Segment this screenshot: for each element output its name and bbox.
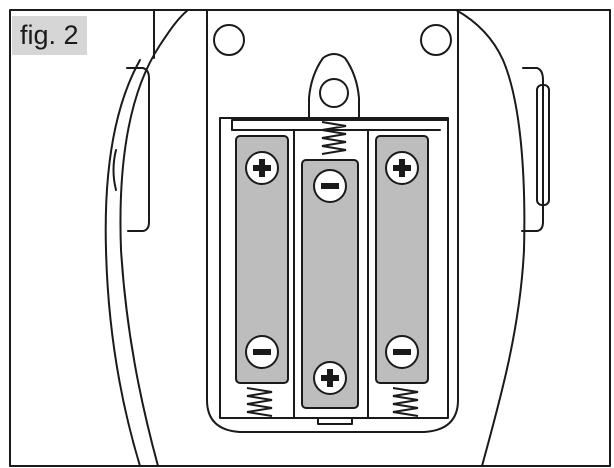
battery-left [235,135,289,384]
latch-hole [319,78,349,108]
battery-right [375,135,429,384]
side-button-right [521,67,544,232]
spring-left-bottom [246,387,273,417]
cover-latch [308,53,360,114]
minus-terminal-icon [313,169,347,203]
minus-terminal-icon [385,335,419,369]
side-button-left [126,67,150,232]
side-button-right-cap [536,84,550,206]
side-button-left-bump [112,149,117,191]
compartment-top-edge [231,119,449,131]
plus-terminal-icon [385,151,419,185]
battery-left-body [235,135,289,384]
plus-terminal-icon [313,361,347,395]
battery-middle-body [301,159,359,409]
screw-hole-left [213,24,245,56]
device-housing [119,9,526,467]
spring-middle-top [321,121,347,155]
figure-border [9,9,611,467]
minus-terminal-icon [245,335,279,369]
device-inner-contour [104,59,141,467]
back-plate [206,9,459,433]
compartment-tab [317,417,353,425]
battery-right-body [375,135,429,384]
figure-label: fig. 2 [12,16,87,55]
battery-middle [301,159,359,409]
batteries [235,135,429,409]
plus-terminal-icon [245,151,279,185]
screw-hole-right [420,24,452,56]
spring-right-bottom [392,387,419,417]
